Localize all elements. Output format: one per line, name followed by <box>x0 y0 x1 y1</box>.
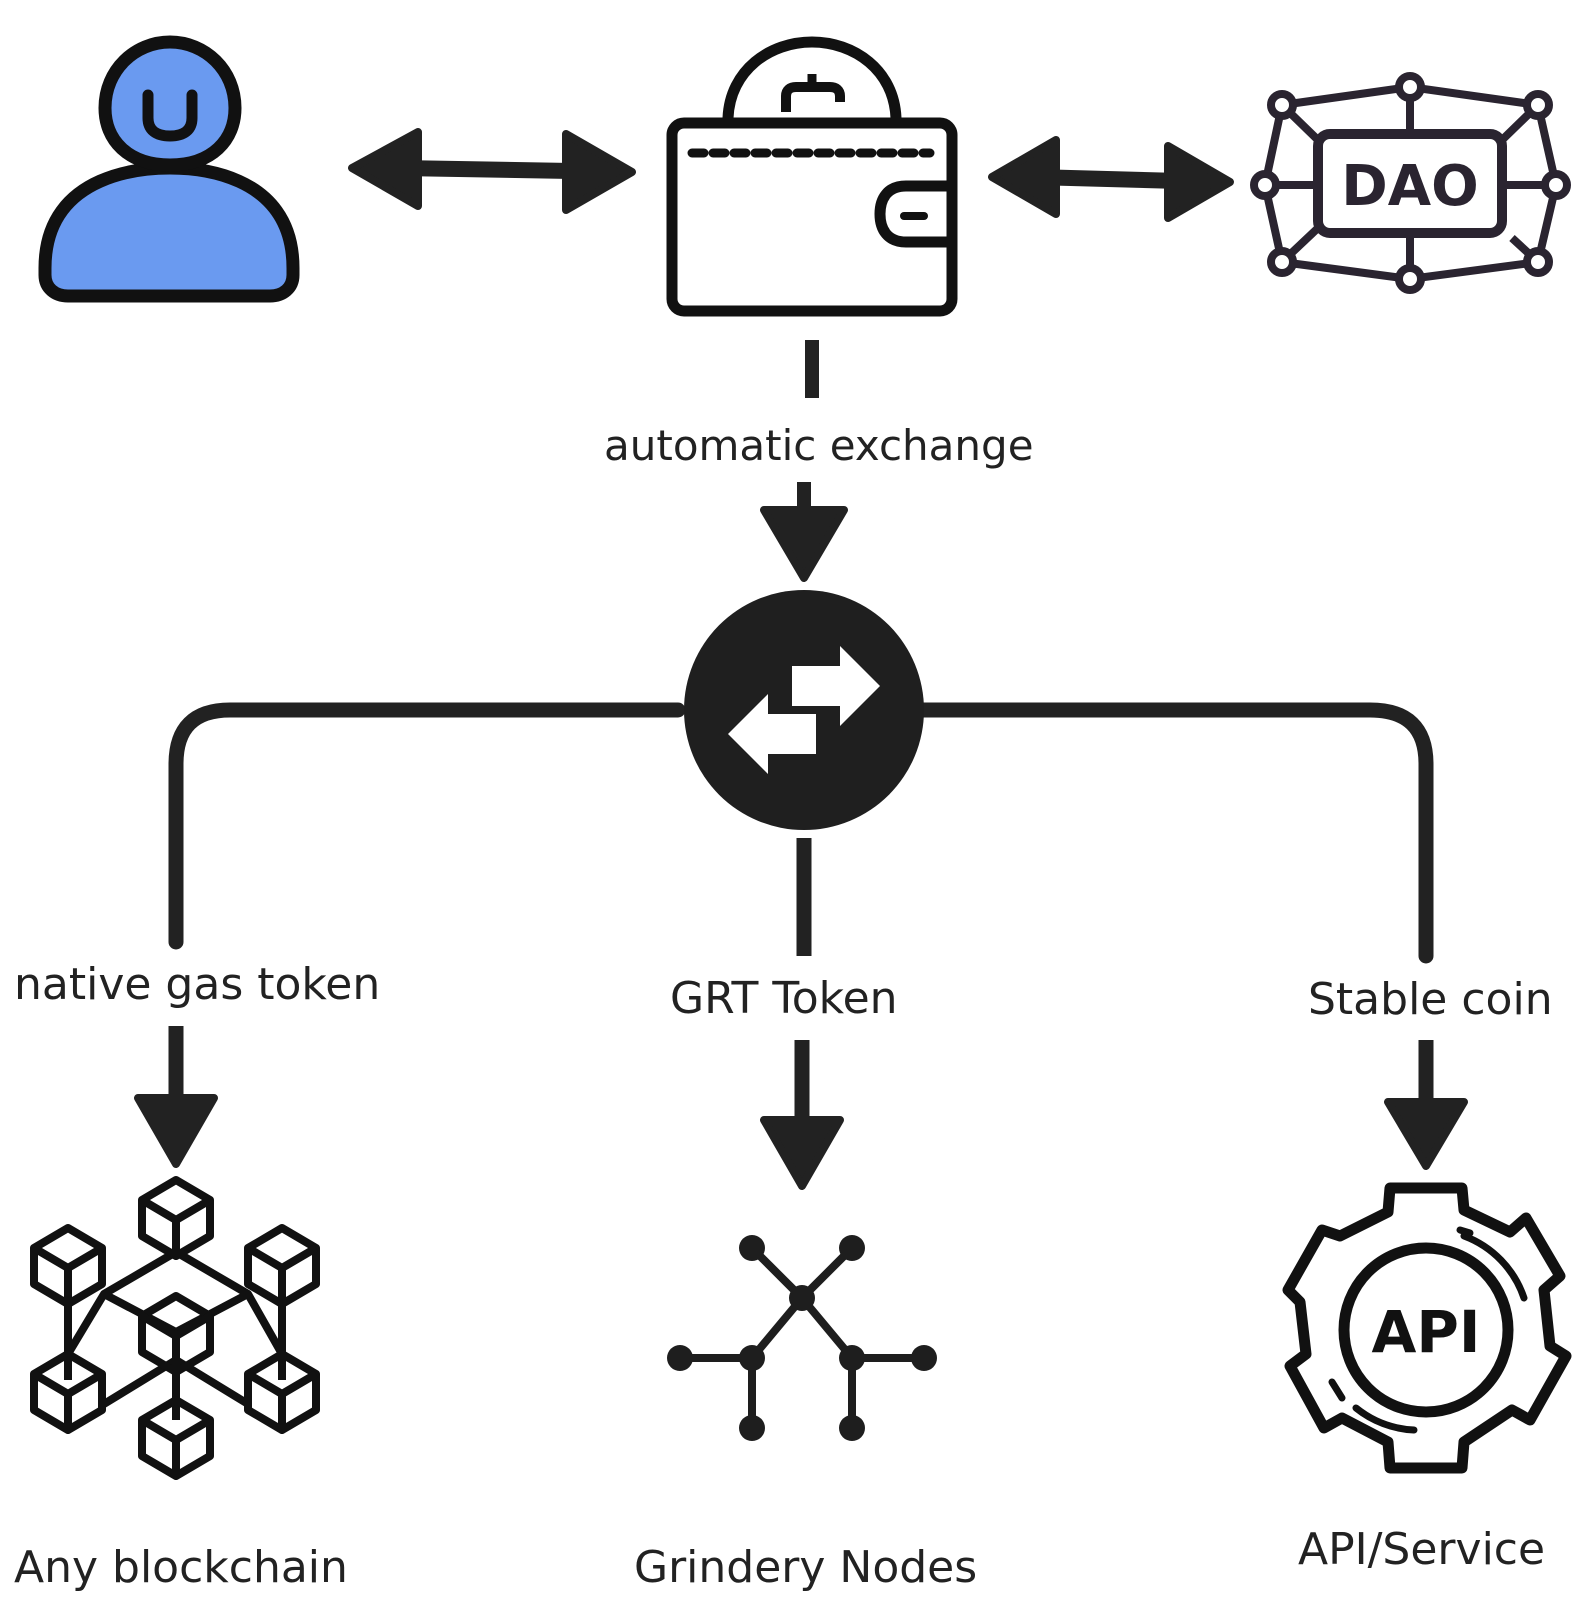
network-nodes-icon <box>667 1235 937 1441</box>
arrow-to-nodes <box>760 1040 844 1190</box>
wallet-icon <box>666 36 958 317</box>
blockchain-cubes-icon <box>30 1176 320 1480</box>
dao-network-icon: DAO <box>1250 72 1571 294</box>
arrow-to-api <box>1384 1040 1468 1170</box>
label-any-blockchain: Any blockchain <box>14 1542 348 1593</box>
arrow-to-blockchain <box>134 1026 218 1168</box>
branch-connectors <box>168 702 1434 964</box>
label-stable-coin: Stable coin <box>1308 974 1553 1025</box>
label-automatic-exchange: automatic exchange <box>604 421 1034 470</box>
label-grt-token: GRT Token <box>670 973 898 1024</box>
api-gear-icon: API <box>1282 1182 1572 1474</box>
exchange-arrows-icon <box>684 590 924 830</box>
wallet-dao-double-arrow <box>988 136 1234 222</box>
user-wallet-double-arrow <box>348 128 636 214</box>
label-grindery-nodes: Grindery Nodes <box>634 1542 977 1593</box>
label-native-gas-token: native gas token <box>14 959 380 1010</box>
wallet-exchange-connector <box>760 340 848 582</box>
label-api-service: API/Service <box>1298 1524 1545 1575</box>
dao-text: DAO <box>1341 154 1478 219</box>
user-icon <box>38 35 300 303</box>
api-text: API <box>1372 1298 1481 1366</box>
